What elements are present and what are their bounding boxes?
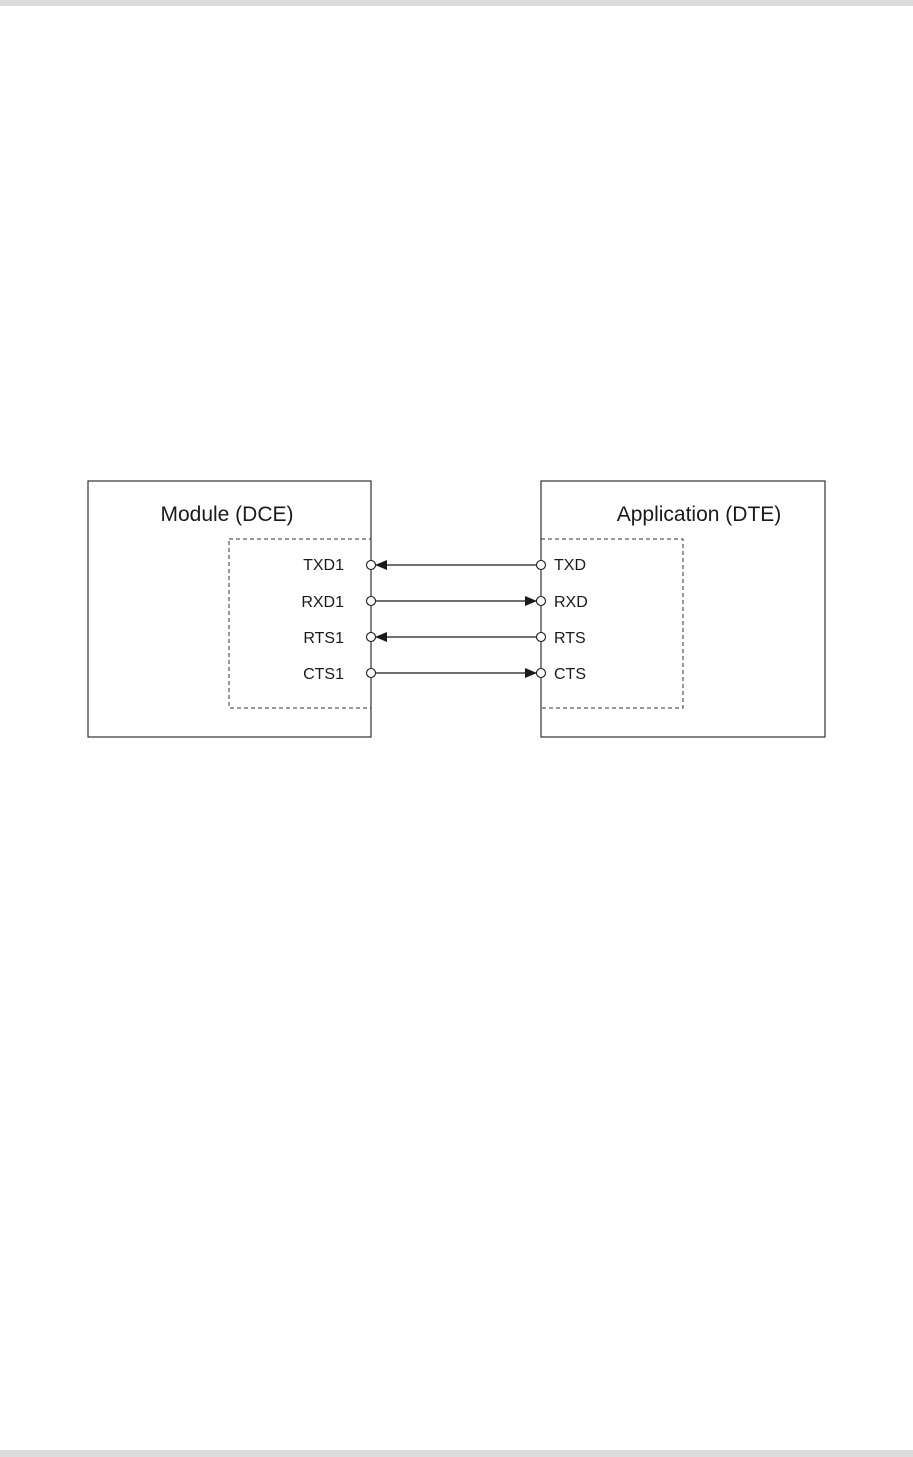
application-pin-label: CTS [554, 666, 586, 683]
module-pin-label: TXD1 [303, 557, 344, 574]
module-pin-connector [365, 595, 377, 607]
application-box [540, 480, 826, 738]
application-pin-label: RXD [554, 594, 588, 611]
application-pin-connector [535, 559, 547, 571]
module-interface-box [228, 538, 372, 709]
module-pin-label: RXD1 [301, 594, 344, 611]
application-pin-label: TXD [554, 557, 586, 574]
module-title: Module (DCE) [160, 503, 293, 526]
footer-rule [0, 1450, 913, 1457]
module-pin-connector [365, 559, 377, 571]
module-pin-label: CTS1 [303, 666, 344, 683]
application-interface-box [540, 538, 684, 709]
application-pin-connector [535, 595, 547, 607]
application-pin-label: RTS [554, 630, 586, 647]
application-pin-connector [535, 667, 547, 679]
header-rule [0, 0, 913, 6]
module-pin-connector [365, 631, 377, 643]
application-title: Application (DTE) [617, 503, 782, 526]
application-pin-connector [535, 631, 547, 643]
module-pin-connector [365, 667, 377, 679]
module-pin-label: RTS1 [303, 630, 344, 647]
